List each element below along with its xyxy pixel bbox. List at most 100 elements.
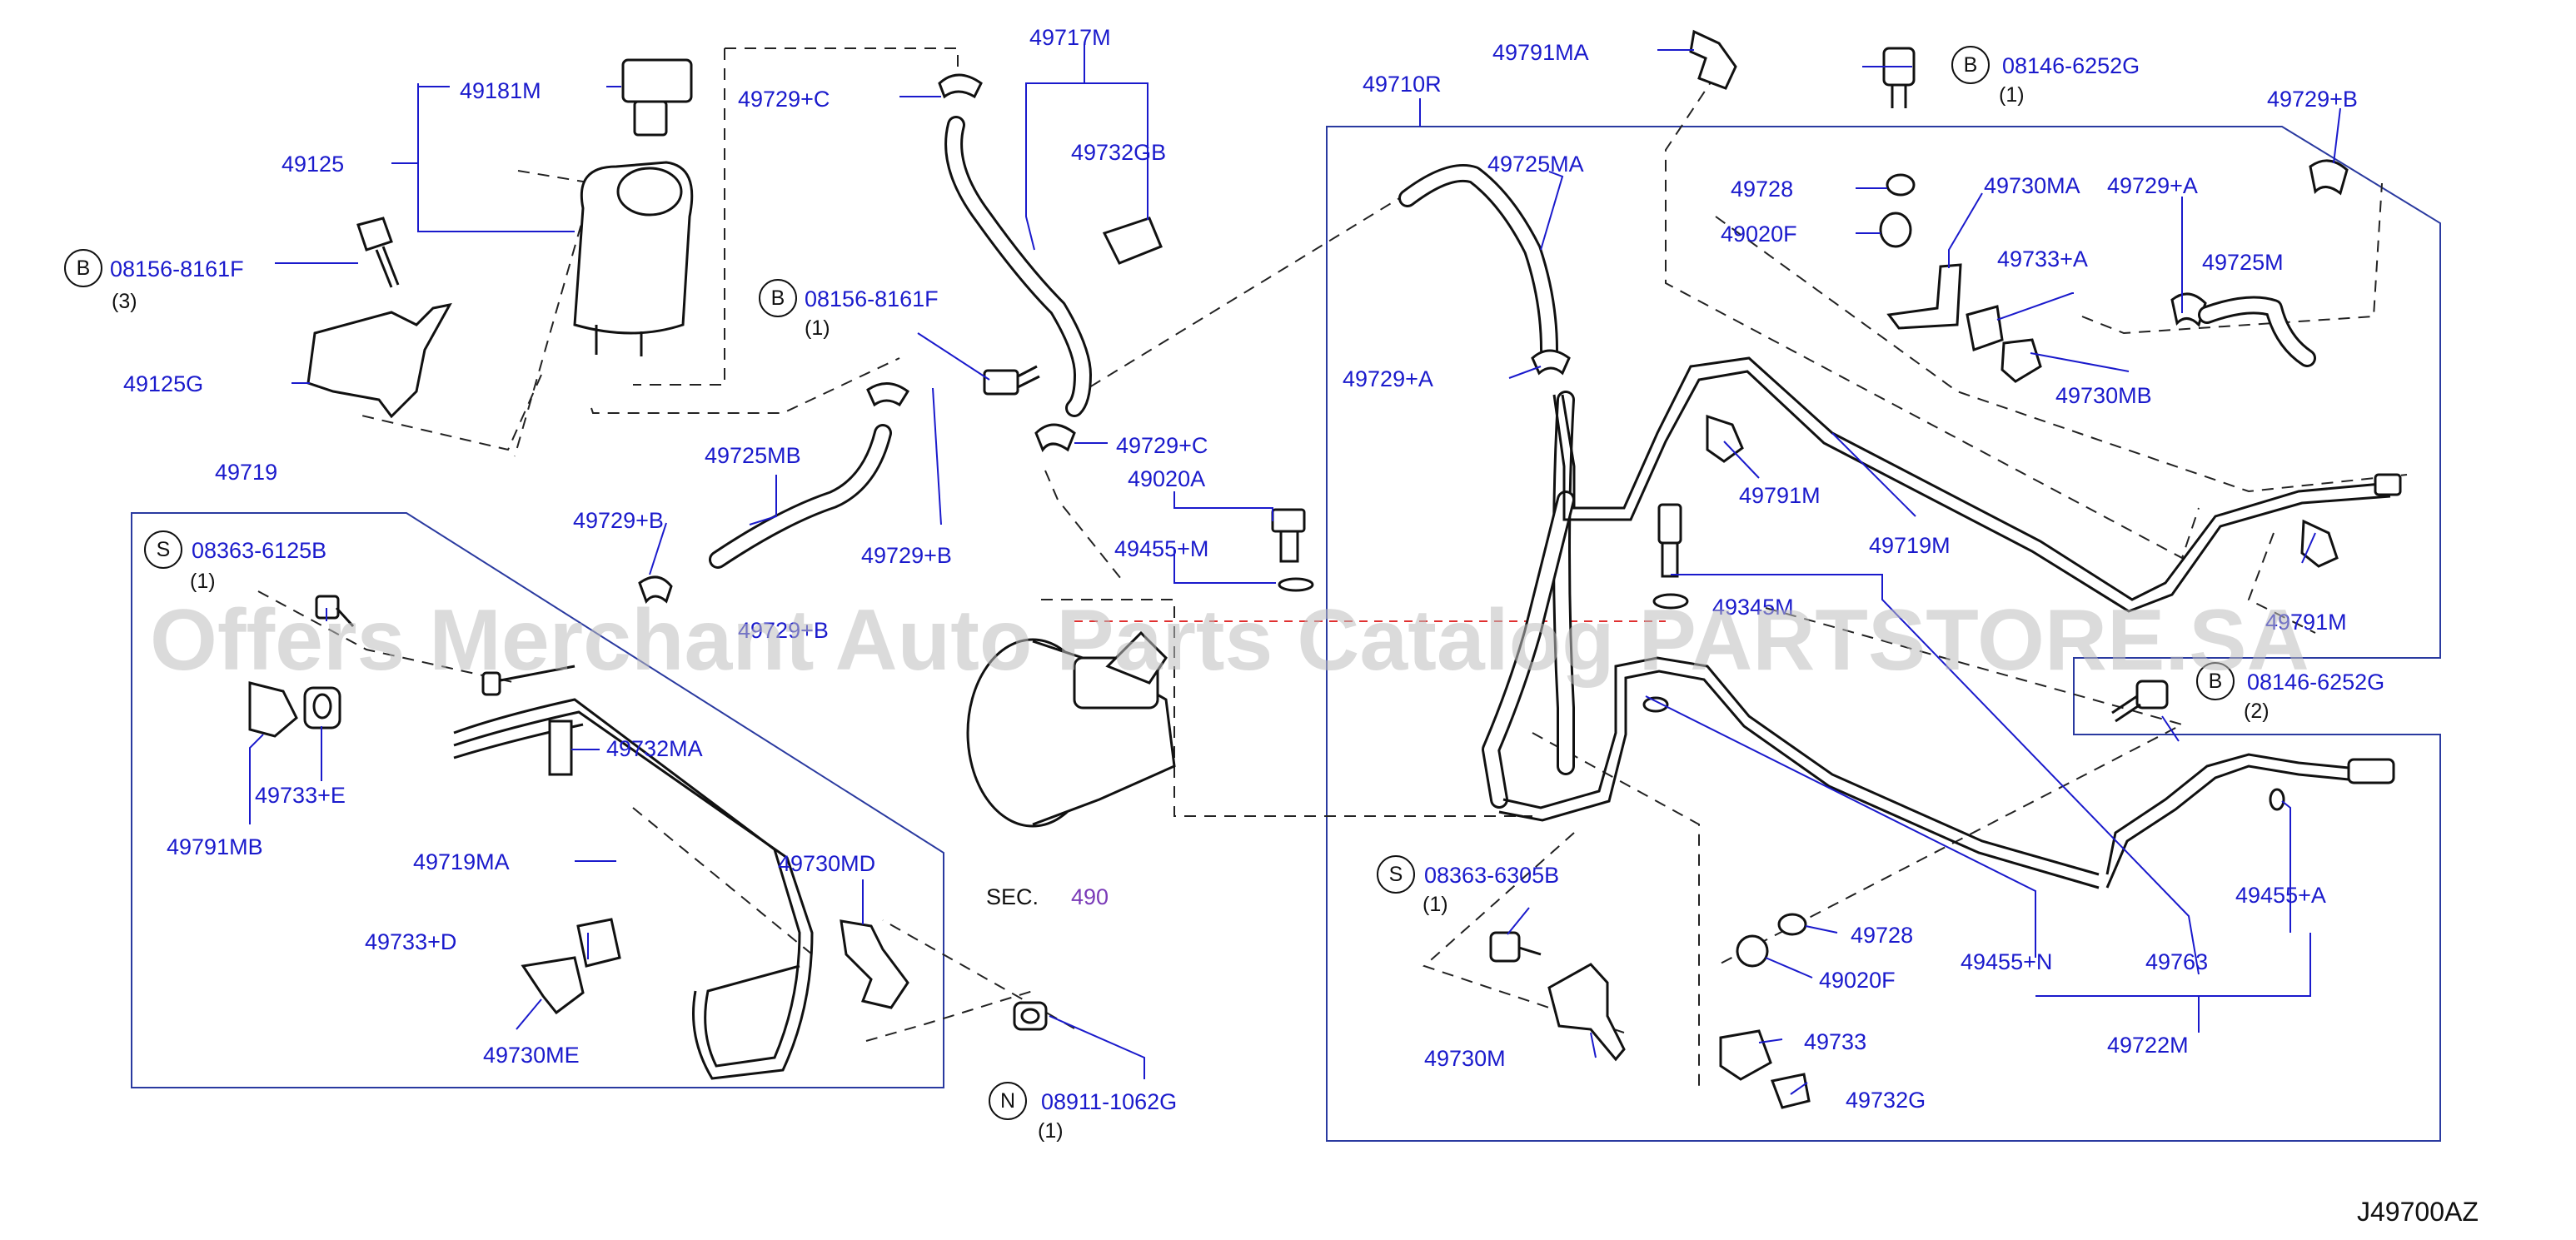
frame-49719	[131, 512, 944, 1088]
part-label-49730M: 49730M	[1424, 1046, 1506, 1071]
clip-49732GB	[1102, 217, 1163, 265]
part-label-49729B-right: 49729+B	[2267, 87, 2358, 112]
clip-49791M-b	[2300, 519, 2339, 568]
part-label-49733: 49733	[1804, 1029, 1866, 1054]
part-label-49730ME: 49730ME	[483, 1043, 580, 1068]
part-label-49729B-c: 49729+B	[738, 618, 829, 643]
clamp-49729C-top	[938, 73, 983, 99]
part-label-49728-lower: 49728	[1851, 923, 1913, 948]
grommet-49728-lower	[1777, 913, 1807, 936]
part-label-49791MB: 49791MB	[167, 834, 263, 859]
bolt-49020A	[1271, 508, 1306, 563]
part-label-49455A: 49455+A	[2235, 883, 2326, 908]
fastener-badges: B B S N B B S	[64, 46, 2235, 1120]
hose-49725MA	[1398, 163, 1558, 359]
part-label-49729A-right: 49729+A	[2107, 173, 2198, 198]
part-label-49733A: 49733+A	[1997, 247, 2088, 271]
clamp-49729C-mid	[1034, 423, 1076, 453]
fastener-part-number: 08363-6305B	[1424, 863, 1559, 888]
part-label-49719MA: 49719MA	[413, 849, 510, 874]
oring-49455N	[1642, 696, 1669, 713]
fastener-qty: (1)	[1038, 1119, 1064, 1143]
bolt-08146-6252G-top	[1882, 47, 1916, 108]
fastener-qty: (1)	[190, 570, 216, 593]
fastener-part-number: 08363-6125B	[192, 538, 326, 563]
cushion-49733D	[576, 918, 621, 968]
bracket-49730MA	[1886, 263, 1962, 330]
clamp-49729B-right	[2309, 159, 2349, 196]
fastener-qty: (1)	[1423, 893, 1448, 916]
part-label-49791MA: 49791MA	[1492, 40, 1589, 65]
diagram-code: J49700AZ	[2357, 1197, 2479, 1227]
fastener-part-number: 08146-6252G	[2002, 53, 2140, 78]
part-label-49733E: 49733+E	[255, 783, 346, 808]
bolt-08363-6305B	[1489, 931, 1542, 963]
fastener-letter: S	[1389, 863, 1403, 886]
clip-49732MA	[548, 720, 573, 776]
part-label-49719M: 49719M	[1869, 533, 1951, 558]
clip-49791M-a	[1706, 414, 1744, 463]
part-label-49710R: 49710R	[1363, 72, 1442, 97]
part-label-49791M-a: 49791M	[1739, 483, 1821, 508]
bolt-08156-8161F-mid	[983, 365, 1040, 396]
clamp-49729A-right	[2170, 292, 2207, 327]
part-label-49020F-lower: 49020F	[1819, 968, 1896, 993]
fastener-part-number: 08156-8161F	[805, 286, 939, 311]
part-label-49722M: 49722M	[2107, 1033, 2189, 1058]
bolt-08146-6252G-lower	[2111, 680, 2169, 723]
part-label-49728-top: 49728	[1731, 177, 1793, 202]
fastener-part-number: 08156-8161F	[110, 256, 244, 281]
oring-49345M	[1652, 593, 1689, 610]
hose-49725MB	[709, 424, 892, 569]
part-label-49730MD: 49730MD	[778, 851, 875, 876]
fastener-part-number: 08911-1062G	[1041, 1089, 1177, 1114]
part-label-49719: 49719	[215, 460, 277, 485]
frame-49710R	[1326, 126, 2441, 1142]
tube-49719MA	[453, 665, 814, 1080]
part-label-49730MA: 49730MA	[1984, 173, 2080, 198]
fastener-qty: (1)	[805, 316, 830, 340]
watermark-text: Offers Merchant Auto Parts Catalog PARTS…	[150, 592, 2309, 689]
part-labels: 49181M 49125 49125G 49729+C 49717M 49732…	[123, 25, 2358, 1113]
reservoir-cap-49181M	[621, 58, 693, 137]
part-label-49732G: 49732G	[1846, 1088, 1926, 1113]
section-reference: SEC. 490	[986, 884, 1109, 909]
part-label-49729C-mid: 49729+C	[1116, 433, 1208, 458]
cushion-49733E	[303, 686, 341, 730]
leader-lines	[249, 45, 2341, 1095]
part-label-49725MA: 49725MA	[1487, 152, 1584, 177]
part-label-49020A: 49020A	[1128, 466, 1205, 491]
part-label-49717M: 49717M	[1029, 25, 1111, 50]
part-label-49791M-b: 49791M	[2265, 610, 2347, 635]
fastener-letter: S	[157, 538, 171, 561]
oring-49455M	[1278, 577, 1314, 592]
fastener-letter: B	[1964, 53, 1978, 77]
grommet-49791MB	[248, 681, 298, 738]
fastener-letter: B	[77, 256, 91, 280]
collar-49020F-top	[1879, 212, 1912, 248]
part-label-49729B-a: 49729+B	[573, 508, 664, 533]
fastener-part-number: 08146-6252G	[2247, 670, 2384, 695]
bracket-49730MB	[2001, 338, 2042, 383]
clip-49732G	[1770, 1073, 1811, 1109]
power-steering-pump	[966, 630, 1176, 828]
nut-08911-1062G	[1013, 1001, 1048, 1031]
clip-49791MA	[1689, 29, 1737, 90]
part-label-49730MB: 49730MB	[2055, 383, 2152, 408]
fitting-49345M	[1657, 503, 1682, 578]
part-label-49725MB: 49725MB	[705, 443, 801, 468]
part-label-49125: 49125	[282, 152, 344, 177]
oring-49455A	[2269, 788, 2285, 811]
fastener-qty: (3)	[112, 290, 137, 313]
part-label-49125G: 49125G	[123, 371, 203, 396]
part-label-49181M: 49181M	[460, 78, 541, 103]
hose-49725M	[2198, 296, 2316, 367]
part-label-49455M: 49455+M	[1114, 536, 1208, 561]
part-label-49455N: 49455+N	[1961, 949, 2052, 974]
part-label-49729B-b: 49729+B	[861, 543, 952, 568]
fastener-qty: (1)	[1999, 83, 2025, 107]
clamp-49729B-a	[866, 382, 910, 407]
clamp-49729B-b	[638, 575, 673, 604]
part-label-49725M: 49725M	[2202, 250, 2284, 275]
